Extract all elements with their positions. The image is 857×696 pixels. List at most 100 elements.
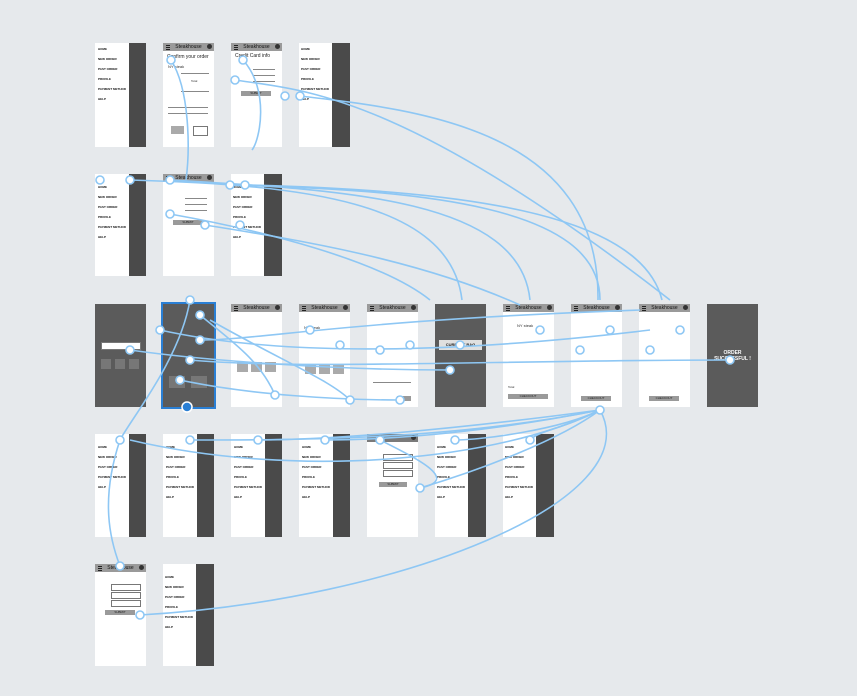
menu-payment[interactable]: PAYMENT METHOD (234, 485, 263, 489)
form-field[interactable] (383, 470, 413, 477)
menu-past-order[interactable]: PAST ORDER (301, 67, 321, 71)
menu-help[interactable]: HELP (234, 495, 243, 499)
food-tile[interactable] (251, 362, 262, 372)
artboard-profile-form[interactable]: Steakhouse SUBMIT (95, 564, 146, 666)
menu-payment[interactable]: PAYMENT METHOD (98, 225, 127, 229)
form-field[interactable] (111, 592, 141, 599)
menu-profile[interactable]: PROFILE (98, 77, 112, 81)
menu-profile[interactable]: PROFILE (234, 475, 248, 479)
form-field[interactable] (383, 462, 413, 469)
option-box[interactable] (193, 126, 208, 136)
food-tile[interactable] (319, 364, 330, 374)
artboard-bag[interactable]: Steakhouse NY steak Total CHECKOUT (503, 304, 554, 407)
help-icon[interactable] (683, 305, 688, 310)
artboard-new-order-1[interactable]: Steakhouse (231, 304, 282, 407)
chevron-down-icon[interactable] (411, 435, 416, 440)
menu-past-order[interactable]: PAST ORDER (166, 465, 186, 469)
artboard-menu-9[interactable]: HOME NEW ORDER PAST ORDER PROFILE PAYMEN… (435, 434, 486, 537)
artboard-card-form[interactable]: Steakhouse SUBMIT (163, 174, 214, 276)
menu-past-order[interactable]: PAST ORDER (437, 465, 457, 469)
menu-past-order[interactable]: PAST ORDER (98, 465, 118, 469)
artboard-home-overlay[interactable] (95, 304, 146, 407)
menu-home[interactable]: HOME (301, 47, 310, 51)
hamburger-icon[interactable] (370, 306, 374, 307)
menu-help[interactable]: HELP (505, 495, 514, 499)
menu-profile[interactable]: PROFILE (165, 605, 179, 609)
artboard-new-order-2[interactable]: Steakhouse NY steak (299, 304, 350, 407)
menu-new-order[interactable]: NEW ORDER (234, 455, 253, 459)
menu-new-order[interactable]: NEW ORDER (437, 455, 456, 459)
hamburger-icon[interactable] (574, 306, 578, 307)
artboard-selected[interactable] (161, 302, 216, 409)
food-tile[interactable] (305, 364, 316, 374)
artboard-menu-2[interactable]: HOME NEW ORDER PAST ORDER PROFILE PAYMEN… (299, 43, 350, 147)
menu-payment[interactable]: PAYMENT METHOD (233, 225, 262, 229)
menu-help[interactable]: HELP (166, 495, 175, 499)
hamburger-icon[interactable] (302, 306, 306, 307)
hamburger-icon[interactable] (98, 566, 102, 567)
submit-button[interactable]: SUBMIT (105, 610, 135, 615)
menu-new-order[interactable]: NEW ORDER (302, 455, 321, 459)
form-field[interactable] (111, 584, 141, 591)
checkout-button[interactable]: CHECKOUT (508, 394, 548, 399)
artboard-menu-7[interactable]: HOME NEW ORDER PAST ORDER PROFILE PAYMEN… (231, 434, 282, 537)
menu-home[interactable]: HOME (505, 445, 514, 449)
menu-past-order[interactable]: PAST ORDER (233, 205, 253, 209)
menu-help[interactable]: HELP (98, 235, 107, 239)
menu-payment[interactable]: PAYMENT METHOD (166, 485, 195, 489)
menu-home[interactable]: HOME (302, 445, 311, 449)
food-tile[interactable] (265, 362, 276, 372)
menu-help[interactable]: HELP (233, 235, 242, 239)
artboard-menu-4[interactable]: HOME NEW ORDER PAST ORDER PROFILE PAYMEN… (231, 174, 282, 276)
artboard-menu-5[interactable]: HOME NEW ORDER PAST ORDER PAYMENT METHOD… (95, 434, 146, 537)
menu-home[interactable]: HOME (437, 445, 446, 449)
form-field[interactable] (383, 454, 413, 461)
menu-help[interactable]: HELP (302, 495, 311, 499)
menu-payment[interactable]: PAYMENT METHOD (301, 87, 330, 91)
option-box[interactable] (171, 126, 184, 134)
submit-button[interactable]: SUBMIT (173, 220, 203, 225)
submit-button[interactable]: SUBMIT (241, 91, 271, 96)
menu-profile[interactable]: PROFILE (233, 215, 247, 219)
menu-payment[interactable]: PAYMENT METHOD (98, 475, 127, 479)
artboard-new-order-3[interactable]: Steakhouse (367, 304, 418, 407)
hamburger-icon[interactable] (642, 306, 646, 307)
menu-profile[interactable]: PROFILE (301, 77, 315, 81)
menu-payment[interactable]: PAYMENT METHOD (302, 485, 331, 489)
artboard-menu-8[interactable]: HOME NEW ORDER PAST ORDER PROFILE PAYMEN… (299, 434, 350, 537)
hamburger-icon[interactable] (234, 306, 238, 307)
menu-new-order[interactable]: NEW ORDER (505, 455, 524, 459)
menu-home[interactable]: HOME (98, 445, 107, 449)
menu-help[interactable]: HELP (165, 625, 174, 629)
menu-past-order[interactable]: PAST ORDER (98, 67, 118, 71)
help-icon[interactable] (343, 305, 348, 310)
menu-new-order[interactable]: NEW ORDER (98, 195, 117, 199)
checkout-button[interactable]: CHECKOUT (581, 396, 611, 401)
current-bag-popup[interactable]: CURRENT BAG (439, 340, 482, 350)
hamburger-icon[interactable] (234, 45, 238, 46)
artboard-menu-3[interactable]: HOME NEW ORDER PAST ORDER PROFILE PAYMEN… (95, 174, 146, 276)
form-field[interactable] (111, 600, 141, 607)
artboard-payment-form[interactable]: SUBMIT (367, 434, 418, 537)
artboard-menu-10[interactable]: HOME NEW ORDER PAST ORDER PROFILE PAYMEN… (503, 434, 554, 537)
help-icon[interactable] (139, 565, 144, 570)
artboard-card-info[interactable]: Steakhouse Credit Card info SUBMIT (231, 43, 282, 147)
menu-payment[interactable]: PAYMENT METHOD (505, 485, 534, 489)
artboard-checkout-2[interactable]: Steakhouse CHECKOUT (639, 304, 690, 407)
menu-payment[interactable]: PAYMENT METHOD (98, 87, 127, 91)
menu-past-order[interactable]: PAST ORDER (505, 465, 525, 469)
help-icon[interactable] (207, 44, 212, 49)
hamburger-icon[interactable] (506, 306, 510, 307)
menu-new-order[interactable]: NEW ORDER (165, 585, 184, 589)
menu-past-order[interactable]: PAST ORDER (98, 205, 118, 209)
menu-home[interactable]: HOME (165, 575, 174, 579)
menu-profile[interactable]: PROFILE (302, 475, 316, 479)
help-icon[interactable] (615, 305, 620, 310)
menu-help[interactable]: HELP (98, 97, 107, 101)
menu-new-order[interactable]: NEW ORDER (98, 57, 117, 61)
artboard-menu-11[interactable]: HOME NEW ORDER PAST ORDER PROFILE PAYMEN… (163, 564, 214, 666)
help-icon[interactable] (207, 175, 212, 180)
artboard-current-bag[interactable]: CURRENT BAG (435, 304, 486, 407)
menu-profile[interactable]: PROFILE (505, 475, 519, 479)
food-tile[interactable] (237, 362, 248, 372)
